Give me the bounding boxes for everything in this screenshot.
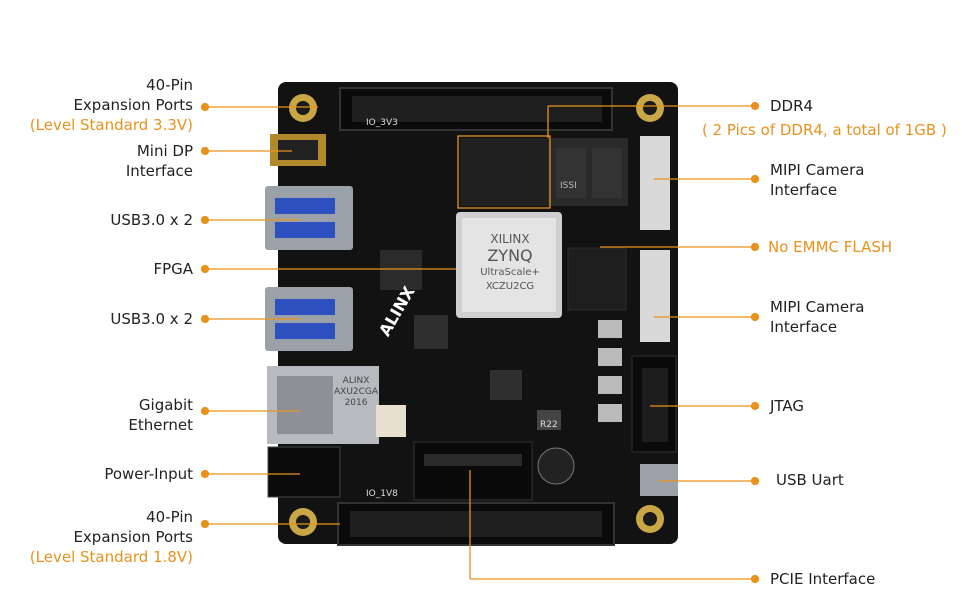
label-note: (Level Standard 1.8V) (29, 548, 193, 566)
label-40pin-bottom: 40-Pin Expansion Ports (Level Standard 1… (30, 507, 193, 567)
label-line: Interface (770, 318, 838, 336)
button (598, 376, 622, 394)
label-line: Interface (125, 162, 193, 180)
label-mipi-bottom: MIPI Camera Interface (770, 297, 864, 337)
mipi-connector-bottom (640, 250, 670, 342)
label-mipi-top: MIPI Camera Interface (770, 160, 864, 200)
r22-label: R22 (540, 420, 558, 430)
eth-text-2: AXU2CGA (334, 387, 379, 397)
usb-hub-chip (380, 250, 422, 290)
button (598, 348, 622, 366)
label-line: MIPI Camera (770, 298, 865, 316)
chip-part: XCZU2CG (485, 281, 535, 292)
chip-brand: XILINX (490, 232, 530, 246)
inductor (537, 410, 561, 430)
small-ic (414, 315, 448, 349)
chip-sub: UltraScale+ (480, 267, 540, 278)
ddr4-chips (460, 138, 628, 206)
silk-top: IO_3V3 (366, 118, 398, 128)
label-gigabit-ethernet: Gigabit Ethernet (128, 395, 193, 435)
silk-bottom: IO_1V8 (366, 489, 398, 499)
label-line: JTAG (770, 397, 805, 415)
label-usb-top: USB3.0 x 2 (110, 210, 193, 230)
mounting-holes (289, 94, 664, 536)
label-line: Mini DP (136, 142, 193, 160)
power-jack (267, 446, 341, 498)
label-line: USB Uart (776, 471, 844, 489)
right-leader-lines (469, 101, 760, 584)
label-pcie: PCIE Interface (770, 569, 875, 589)
label-line: Expansion Ports (73, 528, 193, 546)
small-connector (376, 405, 406, 437)
label-line: 40-Pin (146, 508, 193, 526)
label-ddr4: DDR4 (770, 96, 813, 116)
label-jtag: JTAG (770, 396, 804, 416)
label-line: DDR4 (770, 97, 814, 115)
mem-brand: ISSI (560, 181, 577, 191)
label-mini-dp: Mini DP Interface (126, 141, 193, 181)
usb-port-top (265, 186, 353, 250)
label-usb-uart: USB Uart (776, 470, 844, 490)
top-header-connector (339, 87, 613, 131)
eth-text-1: ALINX (342, 376, 370, 386)
fpga-chip-text: XILINX ZYNQ UltraScale+ XCZU2CG (455, 232, 565, 294)
label-line: USB3.0 x 2 (110, 310, 193, 328)
label-line: FPGA (153, 260, 193, 278)
label-line: No EMMC FLASH (768, 238, 893, 256)
small-ic (490, 370, 522, 400)
jtag-header (631, 355, 677, 453)
label-line: USB3.0 x 2 (110, 211, 193, 229)
fpga-chip (456, 212, 562, 318)
label-note: (Level Standard 3.3V) (29, 116, 193, 134)
label-line: Gigabit (138, 396, 193, 414)
pcie-slot (413, 441, 533, 501)
coin-cell (537, 447, 575, 485)
label-line: 40-Pin (146, 76, 193, 94)
label-line: PCIE Interface (770, 570, 876, 588)
label-no-emmc: No EMMC FLASH (768, 237, 892, 257)
chip-name: ZYNQ (487, 246, 533, 265)
label-usb-bottom: USB3.0 x 2 (110, 309, 193, 329)
ethernet-port (267, 366, 379, 444)
button (598, 320, 622, 338)
bottom-header-connector (337, 502, 615, 546)
left-leader-lines (200, 102, 456, 529)
usb-port-bottom (265, 287, 353, 351)
ethernet-text: ALINX AXU2CGA 2016 (334, 376, 378, 409)
label-power-input: Power-Input (104, 464, 193, 484)
emmc-footprint (567, 247, 627, 311)
eth-text-3: 2016 (344, 398, 368, 408)
label-fpga: FPGA (153, 259, 193, 279)
label-line: Ethernet (128, 416, 193, 434)
mini-dp-port (270, 134, 326, 166)
usb-uart-port (640, 464, 678, 496)
label-line: Power-Input (104, 465, 193, 483)
button (598, 404, 622, 422)
label-line: Expansion Ports (73, 96, 193, 114)
ddr4-highlight (457, 135, 551, 209)
label-line: MIPI Camera (770, 161, 865, 179)
label-40pin-top: 40-Pin Expansion Ports (Level Standard 3… (30, 75, 193, 135)
label-ddr4-note: ( 2 Pics of DDR4, a total of 1GB ) (702, 121, 947, 139)
mipi-connector-top (640, 136, 670, 230)
label-line: Interface (770, 181, 838, 199)
